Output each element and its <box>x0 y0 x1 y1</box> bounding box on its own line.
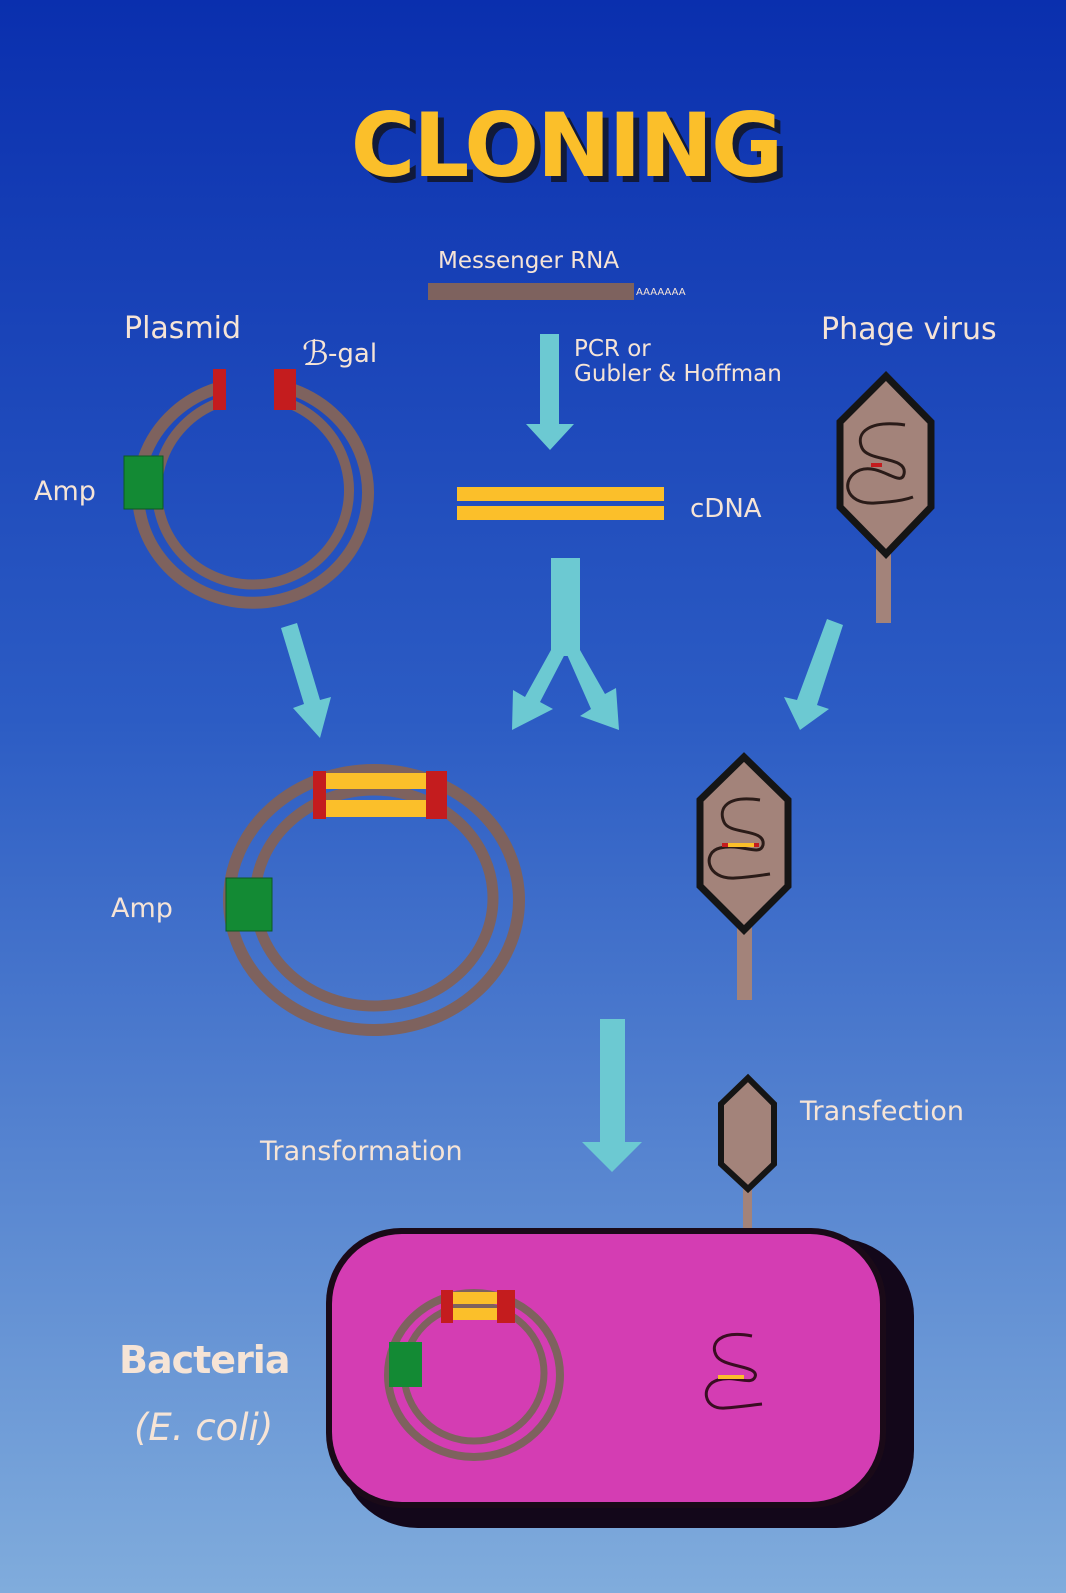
phage-dna <box>846 422 914 505</box>
insert-strand-bottom <box>326 800 426 817</box>
bacteria-phage-dna-strand <box>704 1333 763 1410</box>
recombinant-phage-dna <box>707 797 771 880</box>
cdna: cDNA <box>457 487 762 524</box>
phage-virus: Phage virus <box>821 312 997 623</box>
arrow-phage-to-recombinant <box>784 619 843 730</box>
mrna: Messenger RNA AAAAAAA <box>428 248 686 300</box>
phage-head <box>836 371 935 560</box>
title-shadow: CLONING <box>357 100 788 203</box>
method-line2: Gubler & Hoffman <box>574 361 782 387</box>
method-label: PCR or Gubler & Hoffman <box>574 336 782 387</box>
recombinant-amp-gene <box>225 877 273 932</box>
mrna-label: Messenger RNA <box>438 248 619 274</box>
recombinant-phage-insert <box>728 843 754 847</box>
bacteria-species: (E. coli) <box>134 1406 273 1449</box>
recombinant-amp-label: Amp <box>111 893 173 924</box>
phage-insert-site <box>871 463 882 467</box>
plasmid-label: Plasmid <box>124 311 241 346</box>
recombinant-phage-tail <box>737 925 752 1000</box>
cdna-label: cDNA <box>690 494 762 524</box>
plasmid-amp-label: Amp <box>34 476 96 507</box>
recombinant-phage <box>696 752 792 1000</box>
transfection-phage: Transfection <box>718 1073 964 1235</box>
phage-tail <box>876 548 891 623</box>
cdna-strand-top <box>457 487 664 501</box>
transfection-phage-tail <box>743 1183 752 1235</box>
recombinant-plasmid: Amp <box>111 764 525 1036</box>
recombinant-site-left <box>313 771 326 819</box>
transfection-label: Transfection <box>799 1096 964 1127</box>
arrow-cdna-split <box>512 558 619 730</box>
bacteria-plasmid <box>384 1289 564 1461</box>
recombinant-site-right <box>426 771 447 819</box>
bacteria-site-left <box>441 1290 453 1323</box>
bacteria: Bacteria (E. coli) <box>119 1228 914 1528</box>
plasmid: Plasmid Amp ℬ -gal <box>34 311 377 609</box>
bgal-site-right <box>274 369 296 410</box>
bacteria-site-right <box>497 1290 515 1323</box>
polya-tail: AAAAAAA <box>636 287 686 298</box>
title-text: CLONING <box>351 94 782 197</box>
bacteria-phage-insert <box>718 1375 744 1379</box>
plasmid-outer-strand <box>132 382 374 609</box>
arrow-plasmid-to-recombinant <box>281 623 331 738</box>
bacteria-label: Bacteria <box>119 1338 289 1382</box>
bgal-glyph: ℬ <box>302 334 329 374</box>
bacteria-insert-top <box>452 1292 498 1304</box>
arrow-to-bacteria <box>582 1019 642 1172</box>
method-line1: PCR or <box>574 336 651 362</box>
recombinant-phage-site-right <box>754 843 759 847</box>
bacteria-amp-gene <box>389 1342 422 1387</box>
phage-label: Phage virus <box>821 312 997 347</box>
bgal-site-left <box>213 369 226 410</box>
arrow-rt-to-cdna <box>526 334 574 450</box>
amp-gene <box>123 455 164 510</box>
bacteria-insert-bottom <box>452 1308 498 1320</box>
transformation-label: Transformation <box>259 1136 463 1167</box>
bacteria-phage-dna <box>704 1333 763 1410</box>
cdna-strand-bottom <box>457 506 664 520</box>
title: CLONING CLONING <box>351 94 790 203</box>
bgal-suffix: -gal <box>328 339 377 369</box>
transfection-phage-head <box>718 1073 777 1194</box>
mrna-strand <box>428 283 634 300</box>
recombinant-phage-site-left <box>722 843 728 847</box>
insert-strand-top <box>326 773 426 789</box>
